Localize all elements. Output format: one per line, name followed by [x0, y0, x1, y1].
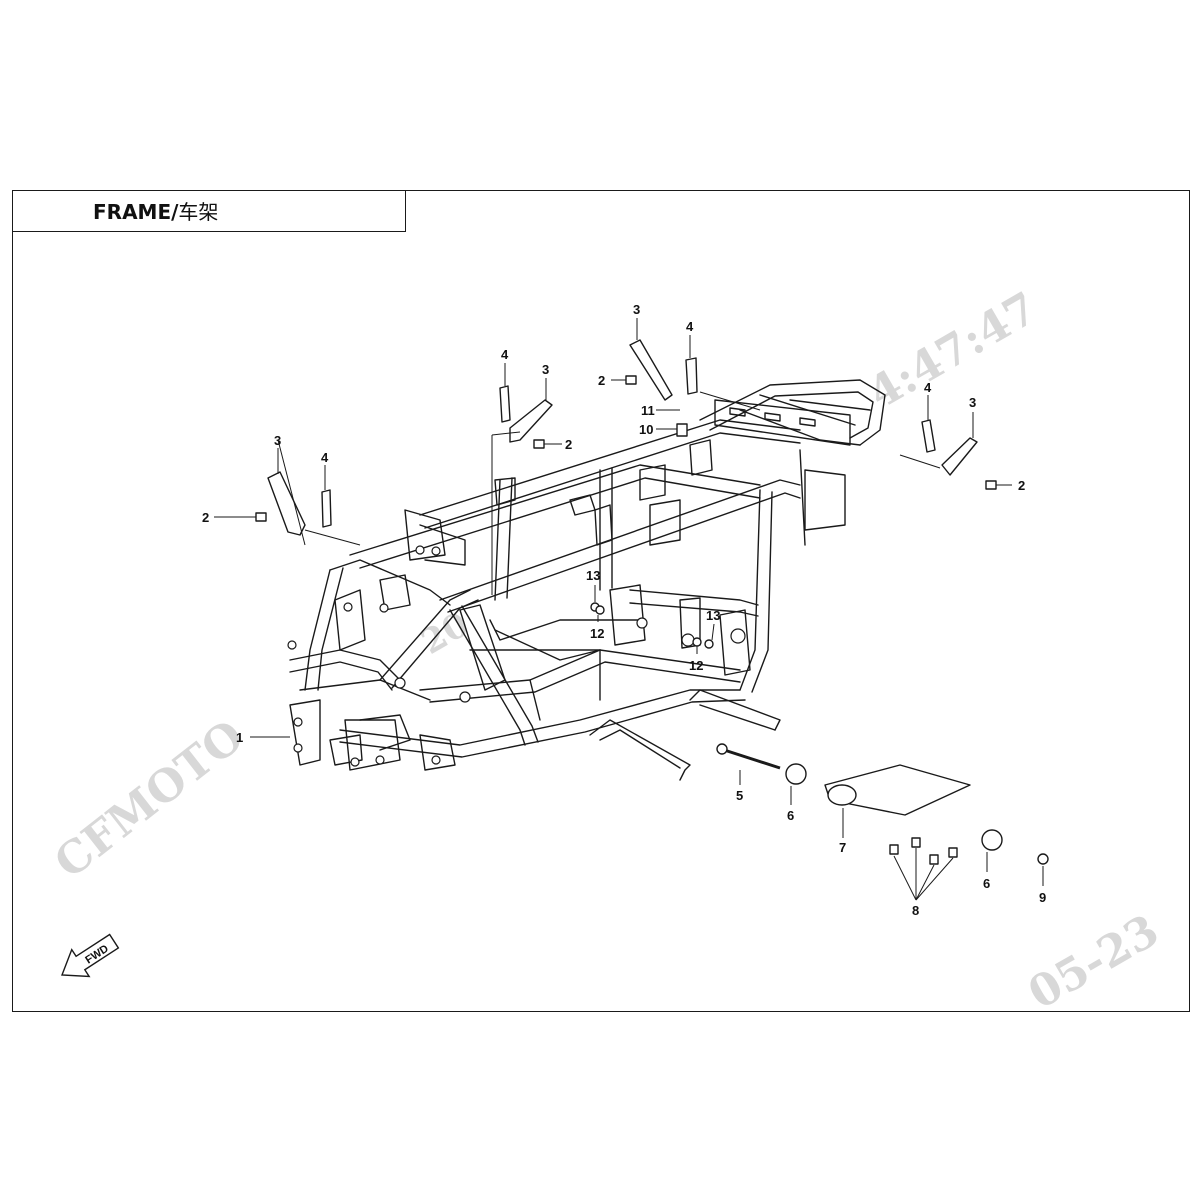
callout-13b: 13: [706, 608, 720, 623]
callout-12b: 12: [689, 658, 703, 673]
callout-4b: 4: [501, 347, 509, 362]
title-separator: /: [171, 200, 179, 224]
callout-7: 7: [839, 840, 846, 855]
clip-part: [676, 423, 688, 437]
callout-6b: 6: [983, 876, 990, 891]
callout-3b: 3: [542, 362, 549, 377]
pin-left: [321, 489, 332, 528]
diagram-border: [12, 190, 1190, 1012]
callout-12a: 12: [590, 626, 604, 641]
watermark-stamp-c: 05-23: [1020, 905, 1167, 1020]
bolt-8b: [911, 837, 921, 848]
callout-3c: 3: [633, 302, 640, 317]
loose-parts: [255, 339, 1049, 865]
washer-13a: [595, 605, 605, 615]
callout-labels: 1 2 2 2 2 3 3 3 3 4 4 4 4 5 6 6 7 8 9 10…: [202, 302, 1046, 918]
callout-2b: 2: [565, 437, 572, 452]
title-name: FRAME: [93, 200, 172, 224]
washer-12b: [692, 637, 702, 647]
bracket-top: [629, 339, 673, 401]
callout-4c: 4: [686, 319, 694, 334]
callout-2a: 2: [202, 510, 209, 525]
callout-13a: 13: [586, 568, 600, 583]
callout-3d: 3: [969, 395, 976, 410]
callout-2d: 2: [1018, 478, 1025, 493]
bushing-a: [785, 763, 807, 785]
bolt-8c: [929, 854, 939, 865]
title-name-cn: 车架: [178, 200, 219, 224]
title-box: FRAME/车架: [12, 190, 406, 232]
skid-plate-tube: [827, 784, 857, 806]
pin-right: [921, 419, 936, 453]
bracket-left: [267, 471, 306, 536]
bolt-mid: [533, 439, 545, 449]
leader-lines: [214, 318, 1044, 901]
long-bolt-head: [716, 743, 728, 755]
pin-top: [685, 357, 698, 395]
bushing-b: [981, 829, 1003, 851]
watermark-stamp-a: 4:47:47: [860, 283, 1046, 420]
callout-1: 1: [236, 730, 243, 745]
long-bolt: [717, 746, 781, 770]
pin-mid: [499, 385, 511, 423]
bolt-right: [985, 480, 997, 490]
callout-8: 8: [912, 903, 919, 918]
callout-6a: 6: [787, 808, 794, 823]
bracket-right: [941, 437, 978, 476]
diagram-title: FRAME/车架: [93, 191, 218, 233]
fwd-arrow-icon: FWD: [61, 933, 120, 978]
bolt-8d: [948, 847, 958, 858]
frame-tubes: [289, 379, 886, 781]
washer-13b: [704, 639, 714, 649]
callout-5: 5: [736, 788, 743, 803]
bolt-left: [255, 512, 267, 522]
callout-3a: 3: [274, 433, 281, 448]
callout-4a: 4: [321, 450, 329, 465]
callout-2c: 2: [598, 373, 605, 388]
callout-10: 10: [639, 422, 653, 437]
bracket-mid: [509, 399, 553, 443]
callout-11: 11: [641, 403, 655, 418]
bolt-8a: [889, 844, 899, 855]
watermark-brand: CFMOTO: [45, 710, 253, 888]
callout-4d: 4: [924, 380, 932, 395]
frame-holes: [287, 545, 746, 767]
nut-9: [1037, 853, 1049, 865]
callout-9: 9: [1039, 890, 1046, 905]
bolt-top: [625, 375, 637, 385]
